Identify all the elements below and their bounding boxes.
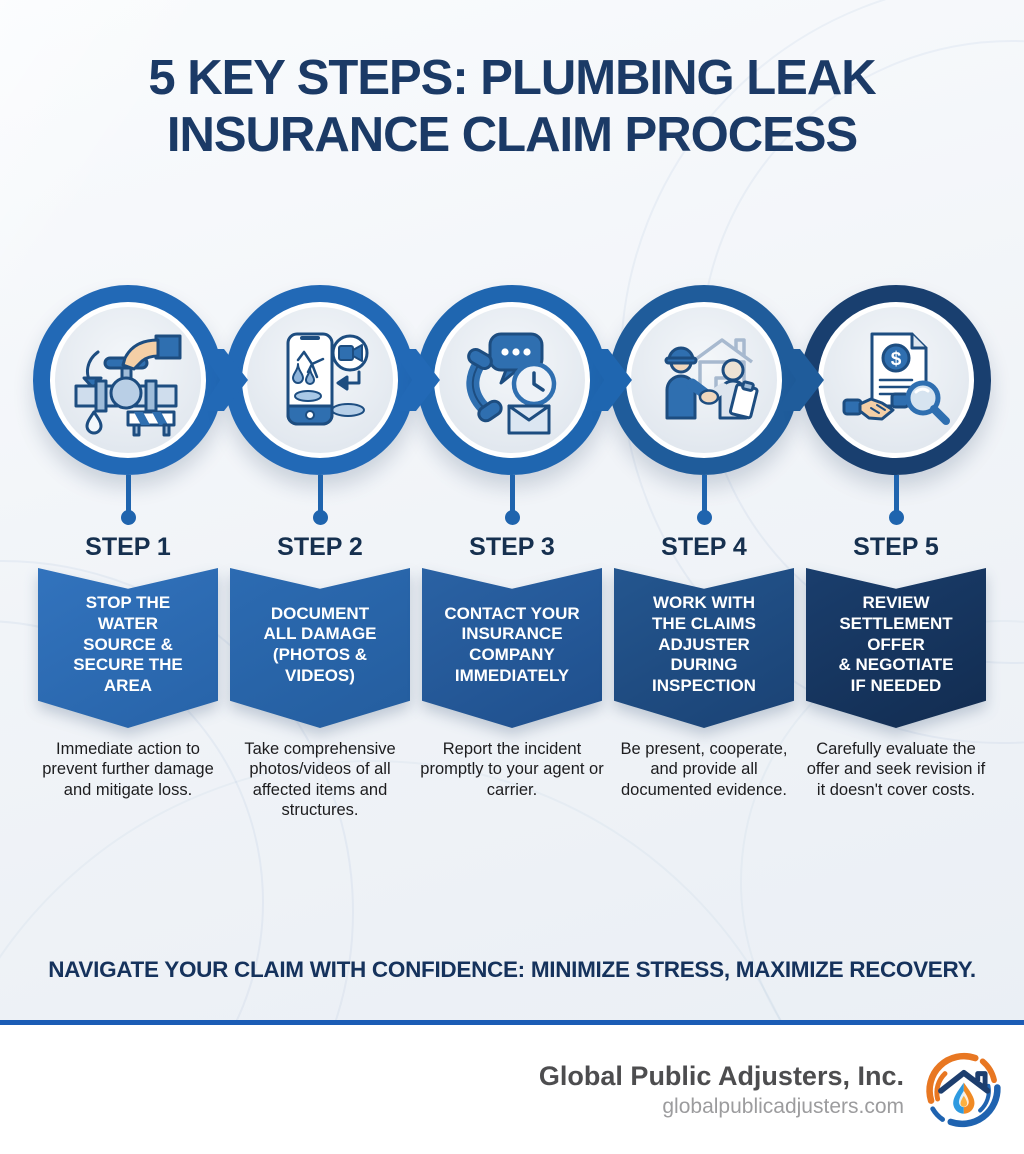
phone-damage-photo-icon xyxy=(286,332,369,426)
step5-label: STEP 5 xyxy=(853,533,939,561)
footer: Global Public Adjusters, Inc. globalpubl… xyxy=(0,1025,1024,1154)
step-column-2: STEP 2 DOCUMENT ALL DAMAGE (PHOTOS & VID… xyxy=(224,285,440,821)
step4-circle xyxy=(609,285,799,475)
step-column-4: STEP 4 WORK WITH THE CLAIMS ADJUSTER DUR… xyxy=(608,285,824,821)
step3-label: STEP 3 xyxy=(469,533,555,561)
step1-banner: STOP THE WATER SOURCE & SECURE THE AREA xyxy=(38,568,218,728)
company-website: globalpublicadjusters.com xyxy=(662,1094,904,1118)
settlement-review-icon: $ xyxy=(842,332,950,425)
step2-banner: DOCUMENT ALL DAMAGE (PHOTOS & VIDEOS) xyxy=(230,568,410,728)
connector-stem xyxy=(701,475,707,511)
step3-banner: CONTACT YOUR INSURANCE COMPANY IMMEDIATE… xyxy=(422,568,602,728)
step3-description: Report the incident promptly to your age… xyxy=(420,740,604,799)
step2-circle xyxy=(225,285,415,475)
connector-dot xyxy=(888,510,904,525)
footer-divider xyxy=(0,1020,1024,1025)
connector-dot xyxy=(120,510,136,525)
connector-stem xyxy=(893,475,899,511)
step5-description: Carefully evaluate the offer and seek re… xyxy=(806,740,986,799)
step2-description: Take comprehensive photos/videos of all … xyxy=(244,740,396,820)
step5-circle: $ xyxy=(801,285,991,475)
step1-description: Immediate action to prevent further dama… xyxy=(42,740,214,799)
step3-circle xyxy=(417,285,607,475)
globe-house-water-fire-logo-icon xyxy=(926,1052,1001,1127)
tagline: NAVIGATE YOUR CLAIM WITH CONFIDENCE: MIN… xyxy=(48,957,976,982)
step-column-3: STEP 3 CONTACT YOUR INSURANCE COMPANY IM… xyxy=(416,285,632,821)
phone-contact-icon xyxy=(466,332,557,435)
adjuster-handshake-icon xyxy=(664,338,759,420)
step5-banner: REVIEW SETTLEMENT OFFER & NEGOTIATE IF N… xyxy=(806,568,986,728)
page-title: 5 KEY STEPS: PLUMBING LEAK INSURANCE CLA… xyxy=(30,50,994,165)
step4-description: Be present, cooperate, and provide all d… xyxy=(620,740,788,799)
connector-stem xyxy=(509,475,515,511)
step-column-5: $ STEP 5 xyxy=(800,285,992,821)
company-name: Global Public Adjusters, Inc. xyxy=(538,1060,904,1091)
connector-stem xyxy=(125,475,131,511)
svg-text:$: $ xyxy=(891,349,902,370)
step1-label: STEP 1 xyxy=(85,533,171,561)
connector-dot xyxy=(696,510,712,525)
page-title-line1: 5 KEY STEPS: PLUMBING LEAK xyxy=(148,51,876,105)
steps-row: STEP 1 STOP THE WATER SOURCE & SECURE TH… xyxy=(32,285,992,821)
step2-label: STEP 2 xyxy=(277,533,363,561)
step1-circle xyxy=(33,285,223,475)
connector-dot xyxy=(312,510,328,525)
connector-dot xyxy=(504,510,520,525)
connector-stem xyxy=(317,475,323,511)
page-title-line2: INSURANCE CLAIM PROCESS xyxy=(166,108,858,163)
step4-banner: WORK WITH THE CLAIMS ADJUSTER DURING INS… xyxy=(614,568,794,728)
step4-label: STEP 4 xyxy=(661,533,747,561)
step-column-1: STEP 1 STOP THE WATER SOURCE & SECURE TH… xyxy=(32,285,248,821)
water-valve-shutoff-icon xyxy=(74,334,182,437)
